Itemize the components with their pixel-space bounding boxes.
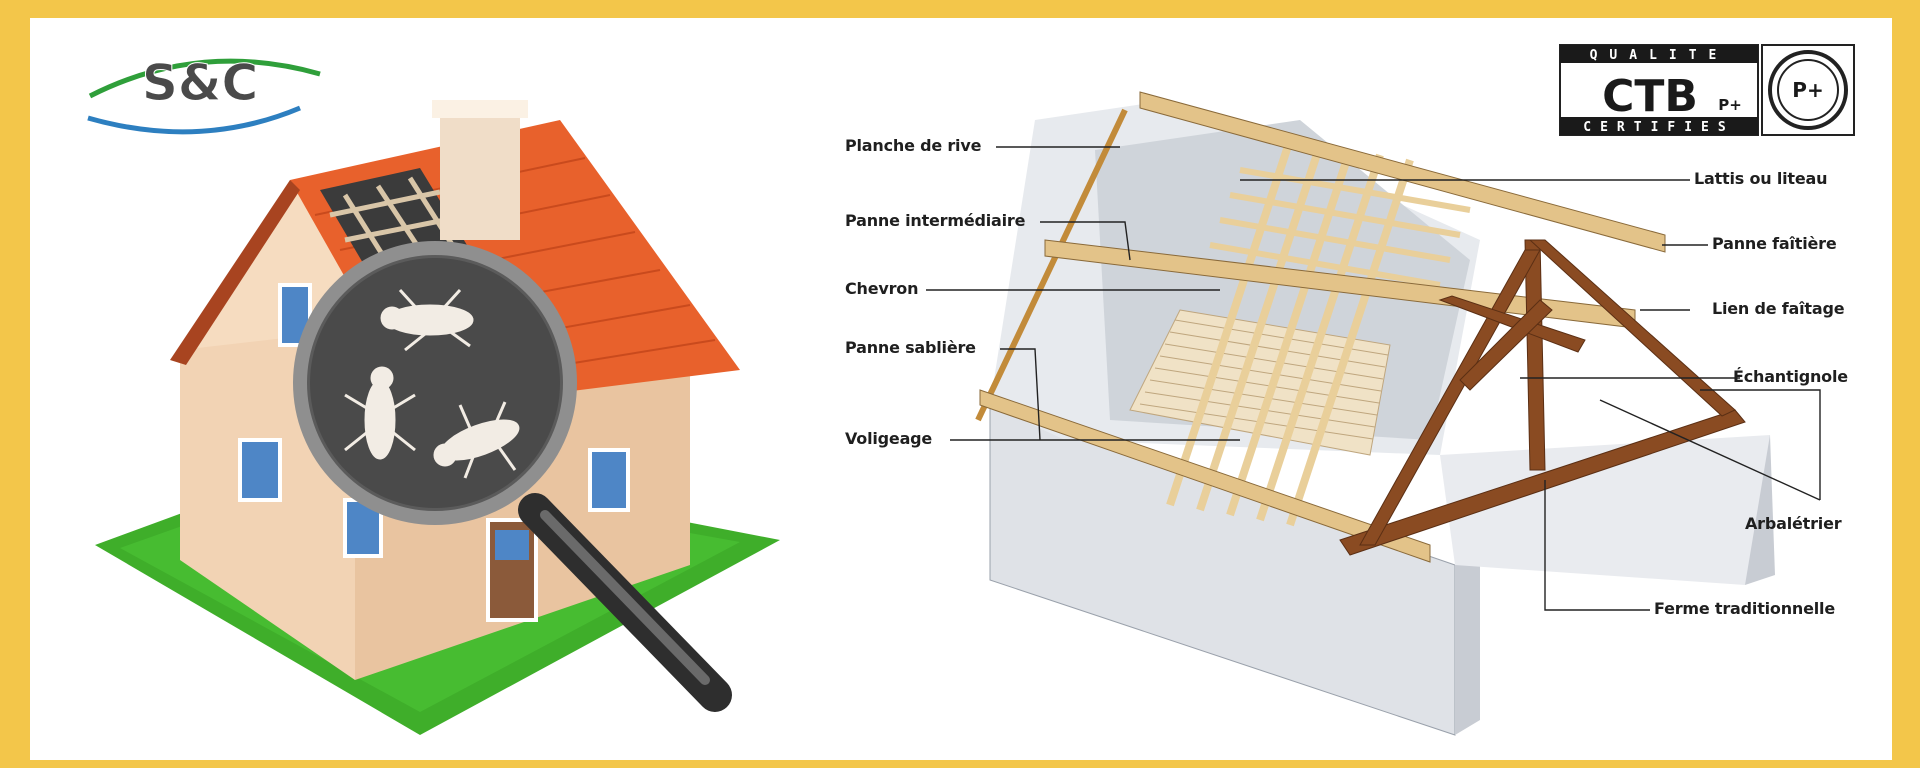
termite-icon bbox=[433, 401, 520, 479]
panne-sabliere bbox=[979, 389, 1431, 563]
label-panne-sabliere: Panne sablière bbox=[845, 338, 976, 357]
label-lien-de-faitage: Lien de faîtage bbox=[1712, 299, 1845, 318]
label-ferme-traditionnelle: Ferme traditionnelle bbox=[1654, 599, 1835, 618]
cert-suffix-text: P+ bbox=[1718, 96, 1742, 114]
cert-top-text: QUALITE bbox=[1590, 48, 1729, 63]
cert-badge-text: P+ bbox=[1792, 78, 1823, 102]
masonry-wall bbox=[989, 404, 1775, 736]
label-panne-intermediaire: Panne intermédiaire bbox=[845, 211, 1026, 230]
termite-icon bbox=[380, 288, 474, 352]
label-panne-faitiere: Panne faîtière bbox=[1712, 234, 1837, 253]
label-arbaletrier: Arbalétrier bbox=[1745, 514, 1842, 533]
label-chevron: Chevron bbox=[845, 279, 919, 298]
ctb-certification-logo: QUALITE CTB P+ CERTIFIES P+ bbox=[1559, 44, 1855, 136]
ferme-traditionnelle bbox=[1339, 239, 1746, 556]
cert-bottom-text: CERTIFIES bbox=[1583, 120, 1734, 135]
magnifier-icon bbox=[293, 241, 732, 712]
cert-main-text: CTB bbox=[1602, 71, 1698, 122]
label-planche-de-rive: Planche de rive bbox=[845, 136, 982, 155]
label-voligeage: Voligeage bbox=[845, 429, 933, 448]
company-logo: S&C bbox=[87, 54, 321, 135]
termite-icon bbox=[344, 366, 416, 460]
label-lattis-ou-liteau: Lattis ou liteau bbox=[1694, 169, 1828, 188]
leader-lines bbox=[926, 146, 1821, 611]
planche-de-rive bbox=[975, 108, 1128, 422]
logo-text: S&C bbox=[142, 54, 258, 112]
label-echantignole: Échantignole bbox=[1733, 367, 1848, 386]
panne-faitiere bbox=[1139, 91, 1666, 253]
chimney bbox=[440, 110, 520, 240]
lattis bbox=[1209, 167, 1471, 288]
